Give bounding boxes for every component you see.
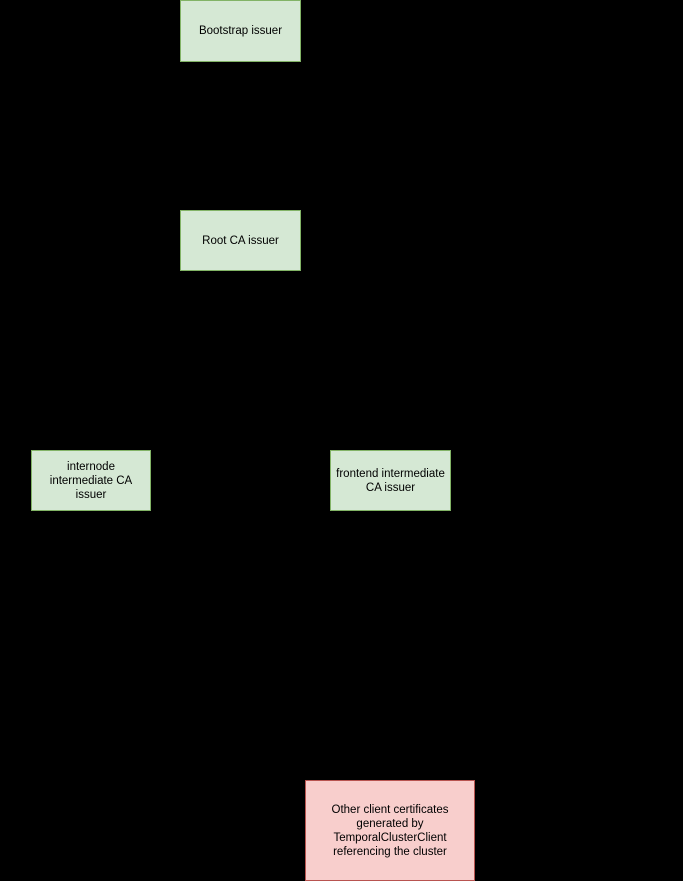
edge-frontend-intermediate-ca-issuer-to-other-client-certificates (391, 511, 392, 780)
node-label: internode certificate (used by temporal … (19, 587, 162, 614)
edge-internode-intermediate-ca-issuer-to-internode-certificate-arrowhead (88, 565, 94, 570)
edge-frontend-intermediate-ca-issuer-to-frontend-certificate-seg2 (171, 601, 391, 602)
edge-root-ca-issuer-to-frontend-intermediate-certificate-arrowhead (388, 315, 394, 320)
node-internode-intermediate-certificate[interactable]: internode intermediate certificate (used… (0, 320, 181, 381)
edge-root-ca-issuer-to-frontend-intermediate-certificate-seg2 (241, 296, 391, 297)
node-frontend-certificate[interactable]: frontend certificate (used by frontend) (100, 690, 241, 751)
edge-frontend-intermediate-ca-issuer-to-worker-certificate-arrowhead (312, 685, 318, 690)
edge-internode-intermediate-certificate-to-internode-intermediate-ca-issuer-arrowhead (88, 445, 94, 450)
edge-frontend-intermediate-certificate-to-frontend-intermediate-ca-issuer-arrowhead (388, 445, 394, 450)
node-label: Other client certificates generated by T… (331, 803, 449, 858)
node-label: internode intermediate CA issuer (49, 460, 133, 501)
edge-internode-intermediate-ca-issuer-to-internode-certificate (91, 511, 92, 570)
node-internode-certificate[interactable]: internode certificate (used by temporal … (0, 570, 181, 631)
edge-root-ca-issuer-to-internode-intermediate-certificate-arrowhead (88, 315, 94, 320)
edge-frontend-intermediate-ca-issuer-to-frontend-certificate-arrowhead (168, 685, 174, 690)
node-admin-tools-certificate[interactable]: Admin tools certificate (used by Tempora… (545, 690, 683, 751)
node-label: Bootstrap issuer (198, 25, 283, 37)
node-bootstrap-issuer[interactable]: Bootstrap issuer (180, 0, 301, 62)
edge-frontend-intermediate-ca-issuer-to-admin-tools-certificate-seg2 (391, 601, 614, 602)
node-label: frontend certificate (used by frontend) (123, 707, 218, 734)
edge-frontend-intermediate-ca-issuer-to-ui-certificate-seg3 (465, 601, 466, 690)
edge-root-ca-issuer-to-frontend-intermediate-certificate-seg1 (241, 271, 242, 296)
node-label: Admin tools certificate (used by Tempora… (557, 707, 671, 734)
edge-root-certificate-to-root-ca-issuer (241, 171, 242, 210)
edge-bootstrap-issuer-to-root-certificate-arrowhead (238, 105, 244, 110)
node-frontend-intermediate-ca-issuer[interactable]: frontend intermediate CA issuer (330, 450, 451, 511)
node-label: root certificate (used as CA certificate… (204, 120, 277, 161)
edge-root-ca-issuer-to-frontend-intermediate-certificate-seg3 (391, 296, 392, 320)
node-label: Root CA issuer (202, 234, 279, 247)
node-worker-certificate[interactable]: worker certificate (used by Temporal wor… (245, 690, 384, 751)
edge-frontend-intermediate-ca-issuer-to-admin-tools-certificate-arrowhead (611, 685, 617, 690)
edge-internode-intermediate-certificate-to-internode-intermediate-ca-issuer (91, 381, 92, 450)
node-other-client-certificates[interactable]: Other client certificates generated by T… (305, 780, 475, 881)
edge-bootstrap-issuer-to-root-certificate (241, 62, 242, 110)
edge-frontend-intermediate-ca-issuer-to-other-client-certificates-arrowhead (387, 775, 393, 780)
edge-root-ca-issuer-to-internode-intermediate-certificate-seg3 (91, 296, 92, 320)
edge-frontend-intermediate-ca-issuer-to-frontend-certificate-seg3 (171, 601, 172, 690)
node-ui-certificate[interactable]: UI certificate (used by Temporal UI) (398, 690, 531, 751)
edge-frontend-intermediate-ca-issuer-to-admin-tools-certificate-seg3 (614, 601, 615, 690)
edge-frontend-intermediate-ca-issuer-to-worker-certificate-seg2 (315, 601, 391, 602)
edge-frontend-intermediate-ca-issuer-to-ui-certificate-arrowhead (462, 685, 468, 690)
edge-root-ca-issuer-to-internode-intermediate-certificate-seg2 (91, 296, 241, 297)
node-frontend-intermediate-certificate[interactable]: frontend intermediate certificate (used … (300, 320, 481, 381)
node-root-ca-issuer[interactable]: Root CA issuer (180, 210, 301, 271)
edge-frontend-intermediate-ca-issuer-to-worker-certificate-seg3 (315, 601, 316, 690)
node-label: frontend intermediate certificate (used … (309, 330, 472, 371)
node-label: internode intermediate certificate (used… (7, 330, 174, 371)
edge-frontend-intermediate-certificate-to-frontend-intermediate-ca-issuer (391, 381, 392, 450)
node-label: worker certificate (used by Temporal wor… (267, 700, 362, 741)
edge-root-certificate-to-root-ca-issuer-arrowhead (238, 205, 244, 210)
node-root-certificate[interactable]: root certificate (used as CA certificate… (180, 110, 301, 171)
node-label: UI certificate (used by Temporal UI) (408, 707, 521, 734)
node-label: frontend intermediate CA issuer (336, 467, 445, 494)
node-internode-intermediate-ca-issuer[interactable]: internode intermediate CA issuer (31, 450, 151, 511)
